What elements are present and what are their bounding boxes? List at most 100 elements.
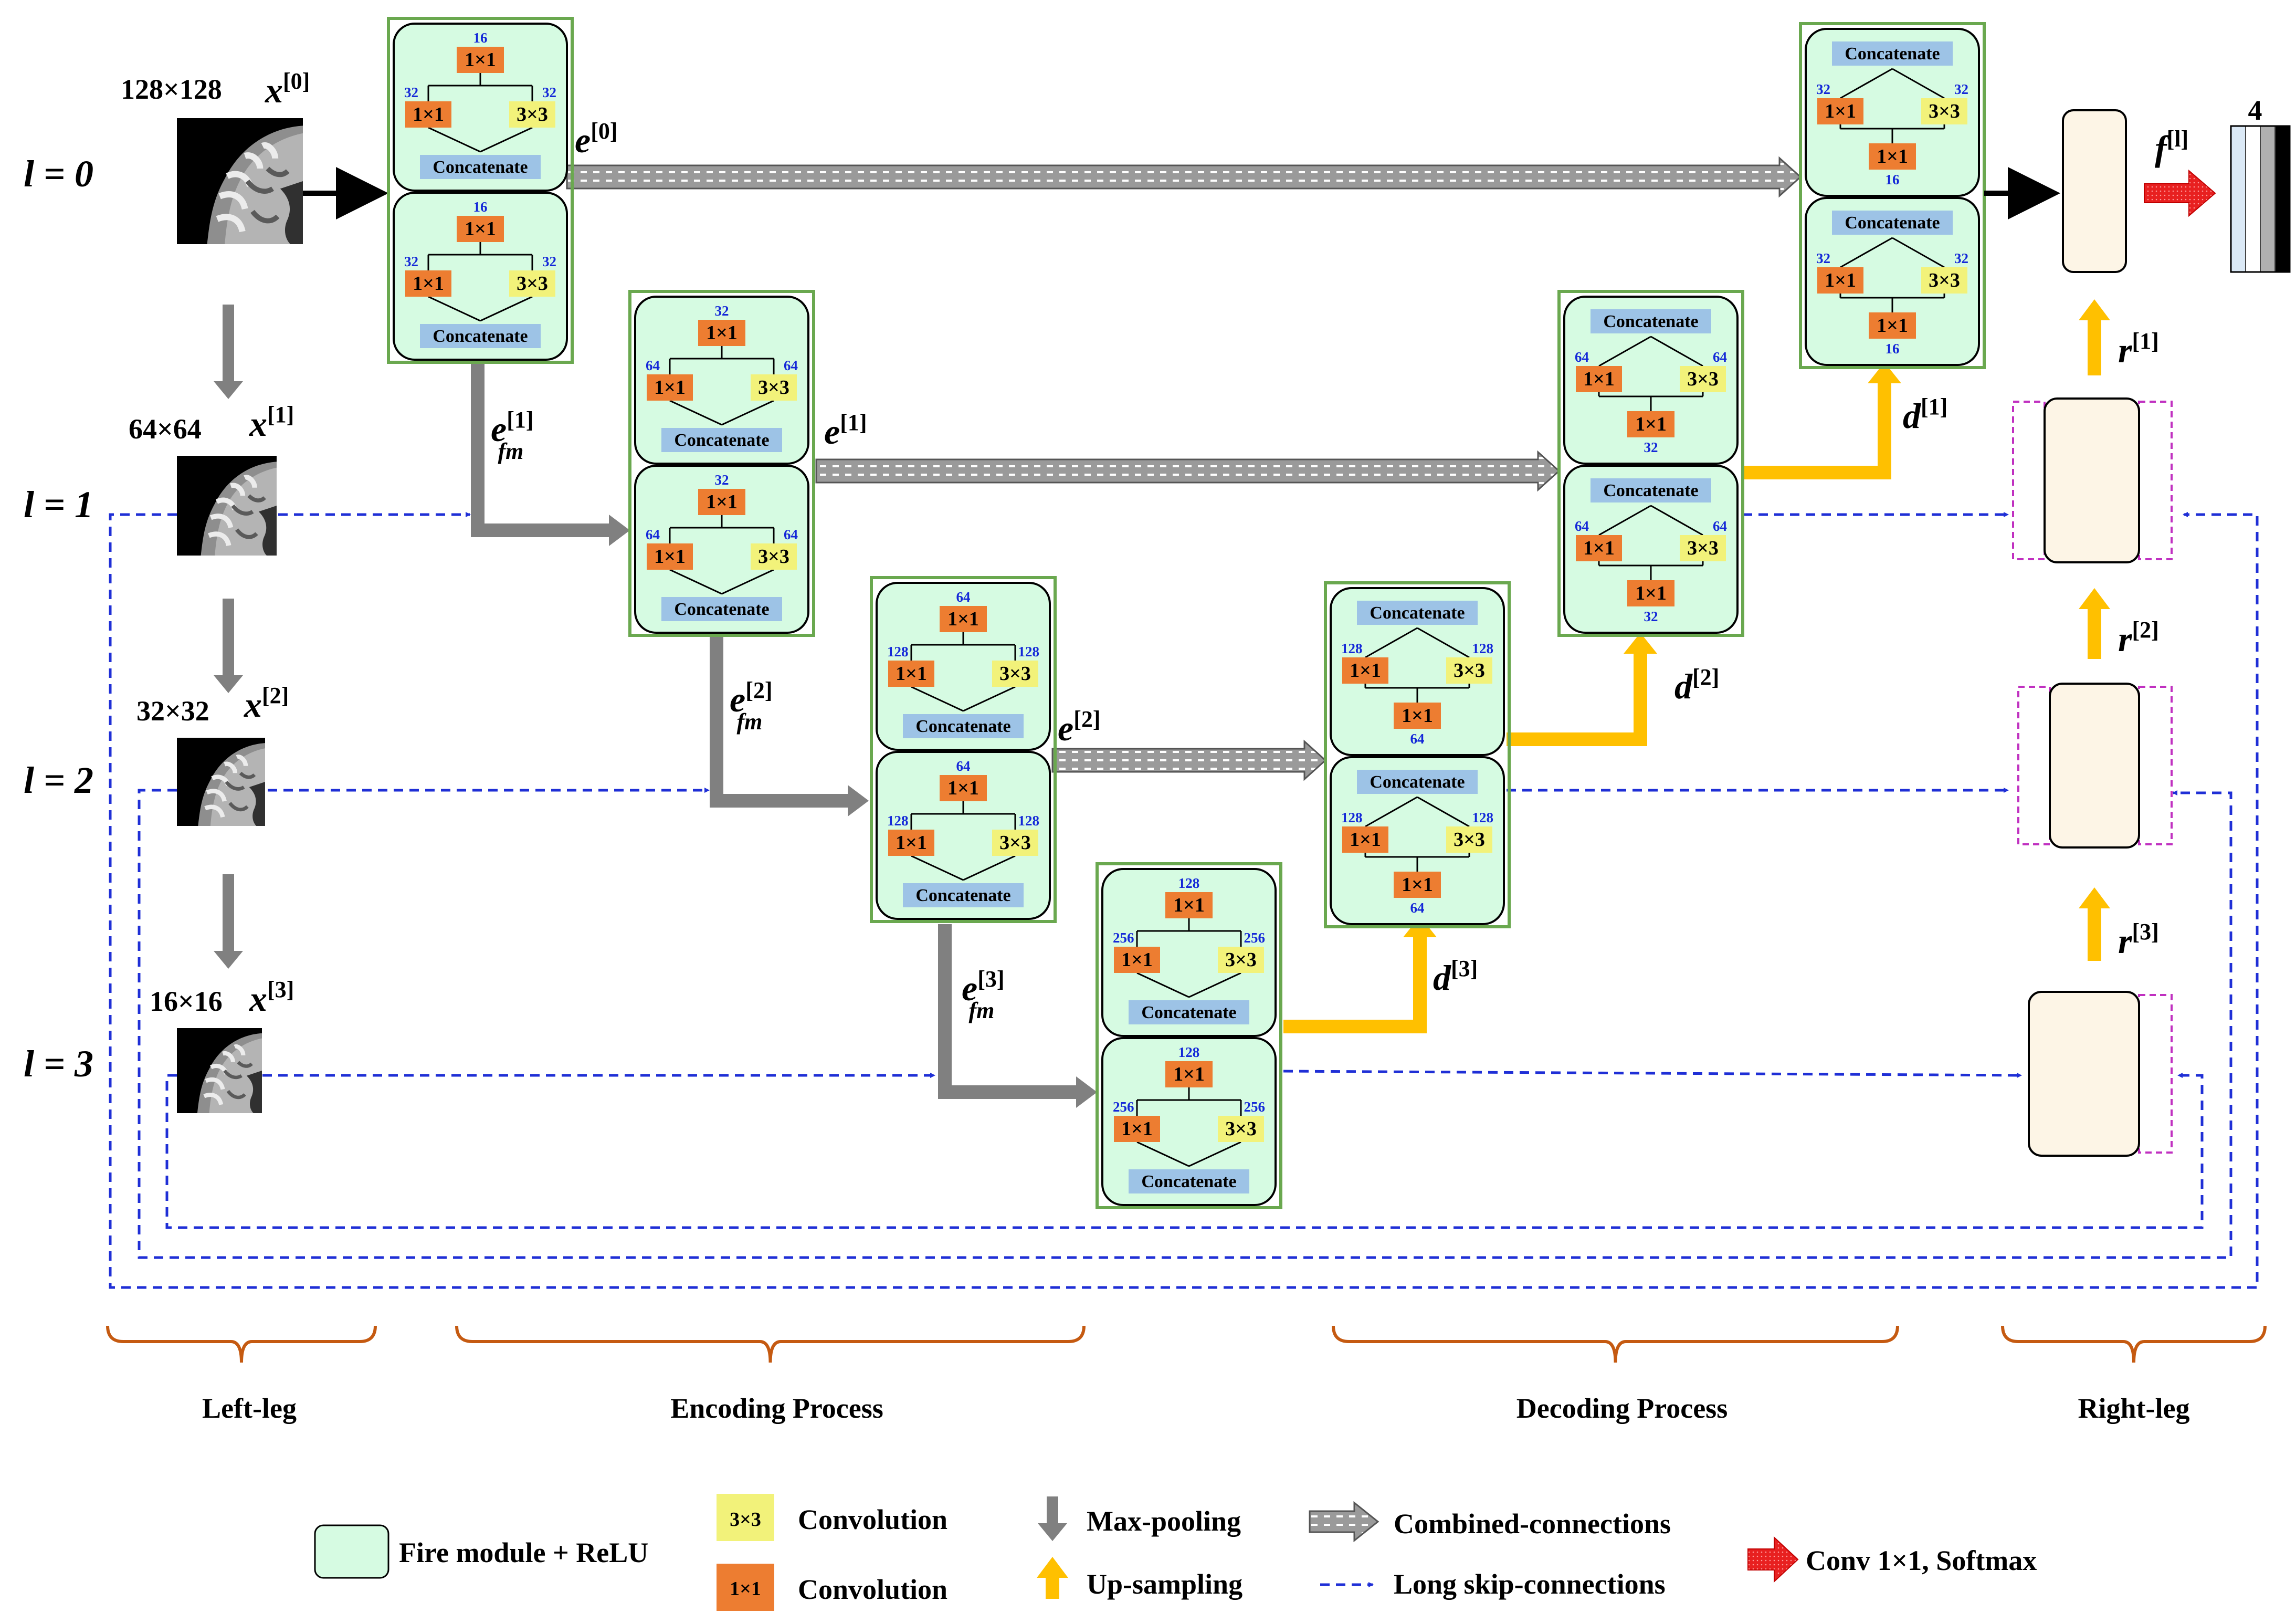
decoder-1-b-squeeze-label: 1×1 [1635,582,1667,604]
encoder-0-b-fire-unit-body [393,192,568,361]
decoder-1-b-squeeze-conv1x1 [1627,580,1674,606]
encoder-2-b-squeeze-label: 1×1 [947,777,979,799]
rightleg-block-3-right-dashed [2138,994,2173,1154]
encoder-2-a-squeeze-label: 1×1 [947,608,979,630]
encoder-2-b-connector [911,855,964,881]
encoder-3-a-expand3-channels: 256 [1244,930,1266,946]
decoder-2-a-fire-unit-body [1330,587,1505,756]
encoder-1-b-concatenate-label: Concatenate [674,600,769,619]
decoder-2-a-expand3-channels: 128 [1472,641,1494,656]
decoder-0-b-expand3-channels: 32 [1954,250,1968,266]
encoder-3-b-connector [1136,1141,1189,1167]
rightleg-block-2-left-dashed [2017,686,2051,845]
skip-decoder3-to-rightleg [1283,1070,2022,1078]
decoder-2-b-expand3-channels: 128 [1472,810,1494,825]
legend-conv3-text: Convolution [798,1504,947,1535]
encoder-0-a-connector [428,127,481,153]
encoder-0-a-expand-conv1x1 [405,101,451,128]
d1-label-superscript: [1] [1921,394,1947,420]
maxpool-encoder-1-to-2 [471,362,630,546]
decoder-0-a-expand3-channels: 32 [1954,81,1968,97]
bracket-decoding [1332,1325,1899,1363]
encoder-2-a-squeeze-conv1x1 [940,606,987,632]
encoder-1-b-connector [721,569,774,595]
upsample-d2-arrow [1507,633,1657,746]
decoder-1-a-concatenate-label: Concatenate [1603,312,1698,331]
decoder-2-a-expand1-channels: 128 [1341,641,1363,656]
decoder-1-b-expand3-label: 3×3 [1687,537,1719,559]
encoder-0-b-expand1-label: 1×1 [413,273,444,295]
decoder-0-a-connector [1892,68,1945,99]
encoder-0-a-concatenate-label: Concatenate [433,158,528,177]
legend-conv1-box-text: 1×1 [730,1578,761,1600]
decoder-2-b-fire-unit-body [1330,756,1505,925]
e1-label: e[1] [824,410,867,452]
encoder-0-b-connector [428,296,481,322]
decoder-0-b-squeeze-conv1x1 [1869,312,1916,339]
encoder-3-b-fire-unit-body [1101,1037,1277,1206]
decoder-0-a-expand-conv3x3 [1921,98,1967,124]
decoder-2-b-connector [1417,796,1470,828]
encoder-3-a-expand3-label: 3×3 [1225,949,1257,971]
r3-label-base: r [2118,921,2132,961]
input-image-level-1 [177,456,277,556]
decoder-1-a-squeeze-conv1x1 [1627,411,1674,437]
encoder-2-a-concatenate [903,714,1024,738]
d3-label: d[3] [1433,956,1478,998]
decoder-2-b-expand1-channels: 128 [1341,810,1363,825]
decoder-1-b-concatenate [1591,478,1711,502]
d2-label-superscript: [2] [1692,664,1719,690]
encoder-2-b-fire-unit-body [876,751,1051,920]
encoder-1-b-expand1-channels: 64 [646,527,660,542]
input-image-level-0 [177,118,303,244]
efm2-label-subscript: fm [737,709,763,735]
encoder-0-b-concatenate-label: Concatenate [433,327,528,346]
decoder-1-a-expand3-channels: 64 [1713,349,1727,365]
encoder-2-a-expand1-label: 1×1 [896,663,927,685]
encoder-1-a-squeeze-conv1x1 [698,320,745,346]
decoder-0-b-expand-conv1x1 [1817,267,1863,294]
decoder-2-fire-module-frame [1324,581,1511,928]
encoder-0-a-expand1-label: 1×1 [413,103,444,125]
decoder-2-b-squeeze-label: 1×1 [1402,874,1433,896]
e1-label-superscript: [1] [840,410,867,435]
decoder-1-b-expand-conv1x1 [1576,535,1622,561]
encoder-3-b-expand1-channels: 256 [1113,1099,1134,1115]
legend-fire-swatch [314,1524,389,1579]
encoder-1-b-fire-unit-body [634,465,809,634]
section-encoding: Encoding Process [670,1392,883,1424]
x2-label-superscript: [2] [262,683,289,708]
r2-label: r[2] [2118,617,2159,659]
encoder-2-a-expand3-label: 3×3 [999,663,1031,685]
decoder-1-b-connector [1650,505,1703,536]
e0-label: e[0] [575,118,618,160]
encoder-3-a-squeeze-label: 1×1 [1173,894,1205,916]
decoder-1-a-expand1-label: 1×1 [1583,368,1615,390]
decoder-0-b-expand3-label: 3×3 [1929,269,1960,291]
encoder-0-a-connector [480,127,533,153]
decoder-0-a-squeeze-conv1x1 [1869,143,1916,170]
decoder-1-a-expand-conv1x1 [1576,366,1622,392]
decoder-2-b-expand-conv3x3 [1446,826,1492,853]
legend-conv1-text: Convolution [798,1574,947,1605]
encoder-1-a-expand-conv1x1 [647,374,693,401]
x1-label: x[1] [249,402,294,444]
rightleg-block-1-left-dashed [2012,401,2046,560]
encoder-2-b-expand-conv3x3 [992,830,1038,856]
encoder-3-fire-module-frame [1096,862,1282,1209]
d1-label-base: d [1903,396,1921,436]
encoder-0-a-squeeze-channels: 16 [473,30,488,46]
maxpool-arrow-x0-x1 [214,305,243,399]
f-label-superscript: [l] [2167,126,2189,152]
output-channel-slice [2230,125,2246,273]
encoder-0-a-expand3-label: 3×3 [517,103,548,125]
rightleg-block-1 [2044,397,2140,563]
efm1-label-subscript: fm [498,438,524,464]
encoder-0-b-expand3-channels: 32 [542,254,556,269]
encoder-0-b-connector [480,296,533,322]
decoder-2-a-expand3-label: 3×3 [1454,659,1485,682]
x3-label-base: x [249,979,267,1019]
